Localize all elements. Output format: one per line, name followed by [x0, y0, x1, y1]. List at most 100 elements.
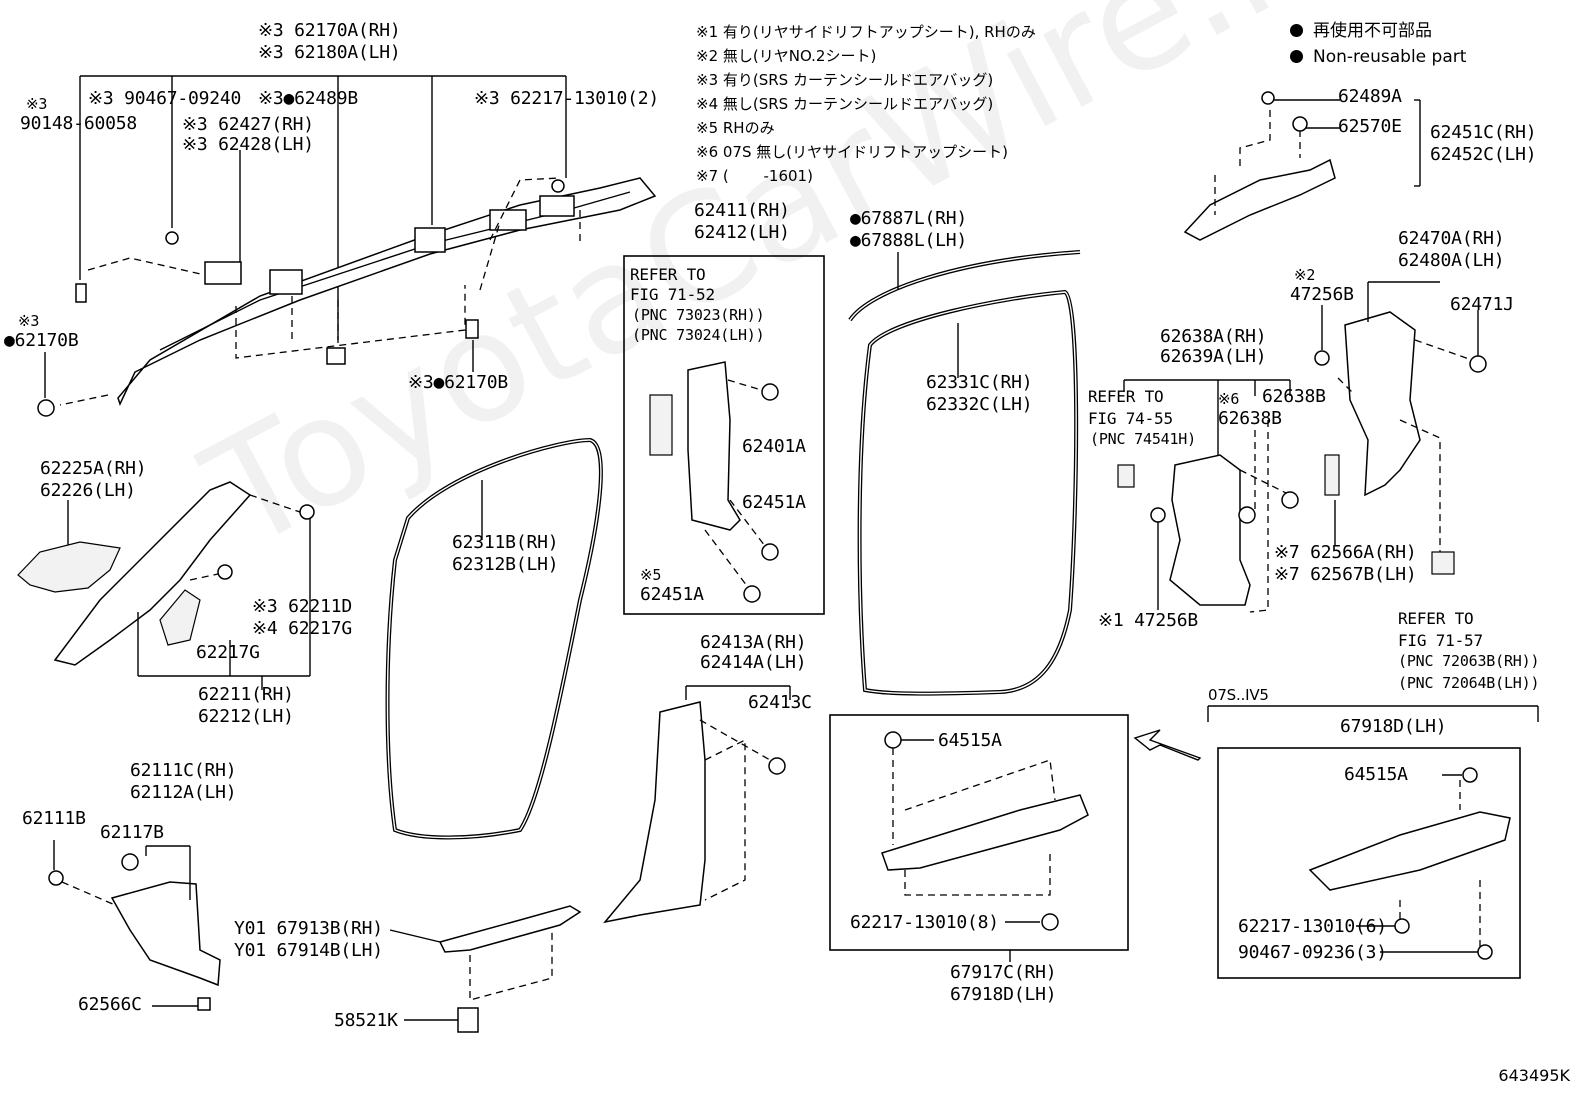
- back-door-weatherstrip: [848, 250, 1081, 696]
- part-label: 62570E: [1338, 116, 1402, 137]
- legend-non-reusable-en: Non-reusable part: [1290, 44, 1466, 70]
- part-label: 67918D(LH): [1340, 716, 1447, 737]
- part-label: 64515A: [1344, 764, 1408, 785]
- part-label: 62413A(RH): [700, 632, 807, 653]
- part-label: ※3: [18, 312, 40, 330]
- part-label: 62451A: [640, 584, 704, 605]
- part-label: 62639A(LH): [1160, 346, 1267, 367]
- part-label: 62217-13010(8): [850, 912, 999, 933]
- part-label: 62401A: [742, 436, 806, 457]
- footnote: ※1 有り(リヤサイドリフトアップシート), RHのみ: [696, 23, 1036, 41]
- legend-non-reusable-jp: 再使用不可部品: [1290, 18, 1466, 44]
- curtain-airbag-assembly: [37, 75, 657, 417]
- filled-dot-icon: [1290, 50, 1303, 63]
- rear-pillar-garnish: [1314, 281, 1487, 575]
- part-label: ※3 62217-13010(2): [474, 88, 660, 109]
- part-label: ※5: [640, 566, 662, 584]
- quarter-trim-top: [1183, 91, 1421, 241]
- part-label: ※3 62180A(LH): [258, 42, 401, 63]
- part-label: 62413C: [748, 692, 812, 713]
- part-label: 62566C: [78, 994, 142, 1015]
- part-label: 62489A: [1338, 86, 1402, 107]
- footnote: ※4 無し(SRS カーテンシールドエアバッグ): [696, 95, 994, 113]
- footnote: ※5 RHのみ: [696, 119, 775, 137]
- part-label: 62212(LH): [198, 706, 294, 727]
- part-label: (PNC 72064B(LH)): [1398, 674, 1540, 692]
- part-label: 62331C(RH): [926, 372, 1033, 393]
- part-label: ※7 62566A(RH): [1274, 542, 1417, 563]
- rear-scuff-plate-box: [829, 714, 1202, 962]
- part-label: 62638B: [1262, 386, 1326, 407]
- rear-scuff-plate-07s-box: [1207, 705, 1539, 979]
- part-label: 58521K: [334, 1010, 398, 1031]
- footnote: ※7 ( -1601): [696, 167, 813, 185]
- footnote: ※2 無し(リヤNO.2シート): [696, 47, 877, 65]
- part-label: (PNC 72063B(RH)): [1398, 652, 1540, 670]
- part-label: 64515A: [938, 730, 1002, 751]
- footnotes: ※1 有り(リヤサイドリフトアップシート), RHのみ ※2 無し(リヤNO.2…: [696, 20, 1036, 188]
- part-label: 62451A: [742, 492, 806, 513]
- footnote: ※6 07S 無し(リヤサイドリフトアップシート): [696, 143, 1008, 161]
- part-label: ※3: [26, 95, 48, 113]
- part-label: REFER TO: [1398, 609, 1474, 628]
- part-label: 62117B: [100, 822, 164, 843]
- part-label: 62471J: [1450, 294, 1514, 315]
- part-label: FIG 71-52: [630, 285, 715, 304]
- drawing-code: 643495K: [1498, 1066, 1570, 1085]
- part-label: 07S..IV5: [1208, 686, 1269, 704]
- part-label: ※3 62211D: [252, 596, 352, 617]
- part-label: Y01 67913B(RH): [234, 918, 383, 939]
- part-label: 62451C(RH): [1430, 122, 1537, 143]
- part-label: 62217-13010(6): [1238, 916, 1387, 937]
- part-label: 67918D(LH): [950, 984, 1057, 1005]
- part-label: FIG 74-55: [1088, 409, 1173, 428]
- part-label: 62480A(LH): [1398, 250, 1505, 271]
- part-label: FIG 71-57: [1398, 631, 1483, 650]
- part-label: 90467-09236(3): [1238, 942, 1387, 963]
- part-label: 62226(LH): [40, 480, 136, 501]
- part-label: ※4 62217G: [252, 618, 352, 639]
- part-label: 90148-60058: [20, 113, 138, 134]
- legend: 再使用不可部品 Non-reusable part: [1290, 18, 1466, 70]
- part-label: 67917C(RH): [950, 962, 1057, 983]
- part-label: 47256B: [1290, 284, 1354, 305]
- part-label: 62211(RH): [198, 684, 294, 705]
- part-label: ※3●62489B: [258, 88, 358, 109]
- part-label: ●67887L(RH): [850, 208, 968, 229]
- part-label: (PNC 73023(RH)): [632, 306, 765, 324]
- part-label: 62452C(LH): [1430, 144, 1537, 165]
- part-label: ※3 62170A(RH): [258, 20, 401, 41]
- part-label: 62312B(LH): [452, 554, 559, 575]
- part-label: Y01 67914B(LH): [234, 940, 383, 961]
- part-label: 62111B: [22, 808, 86, 829]
- part-label: 62311B(RH): [452, 532, 559, 553]
- part-label: (PNC 74541H): [1090, 430, 1196, 448]
- part-label: ※3 90467-09240: [88, 88, 242, 109]
- part-label: REFER TO: [630, 265, 706, 284]
- part-label: 62412(LH): [694, 222, 790, 243]
- center-pillar-lower: [603, 685, 791, 924]
- part-label: ※1 47256B: [1098, 610, 1198, 631]
- part-label: 62638A(RH): [1160, 326, 1267, 347]
- front-scuff-plate: [389, 905, 582, 1033]
- part-label: 62638B: [1218, 408, 1282, 429]
- part-label: ※6: [1218, 390, 1240, 408]
- part-label: 62332C(LH): [926, 394, 1033, 415]
- filled-dot-icon: [1290, 24, 1303, 37]
- part-label: 62111C(RH): [130, 760, 237, 781]
- part-label: 62470A(RH): [1398, 228, 1505, 249]
- footnote: ※3 有り(SRS カーテンシールドエアバッグ): [696, 71, 994, 89]
- quarter-trim-upper: [1117, 379, 1299, 613]
- kick-panel: [48, 840, 221, 1011]
- part-label: ※3 62428(LH): [182, 134, 314, 155]
- part-label: ●67888L(LH): [850, 230, 968, 251]
- part-label: ※2: [1294, 266, 1316, 284]
- part-label: ※7 62567B(LH): [1274, 564, 1417, 585]
- part-label: ●62170B: [4, 330, 79, 351]
- part-label: 62225A(RH): [40, 458, 147, 479]
- part-label: REFER TO: [1088, 387, 1164, 406]
- part-label: 62414A(LH): [700, 652, 807, 673]
- part-label: 62217G: [196, 642, 260, 663]
- front-pillar-garnish: [17, 481, 315, 690]
